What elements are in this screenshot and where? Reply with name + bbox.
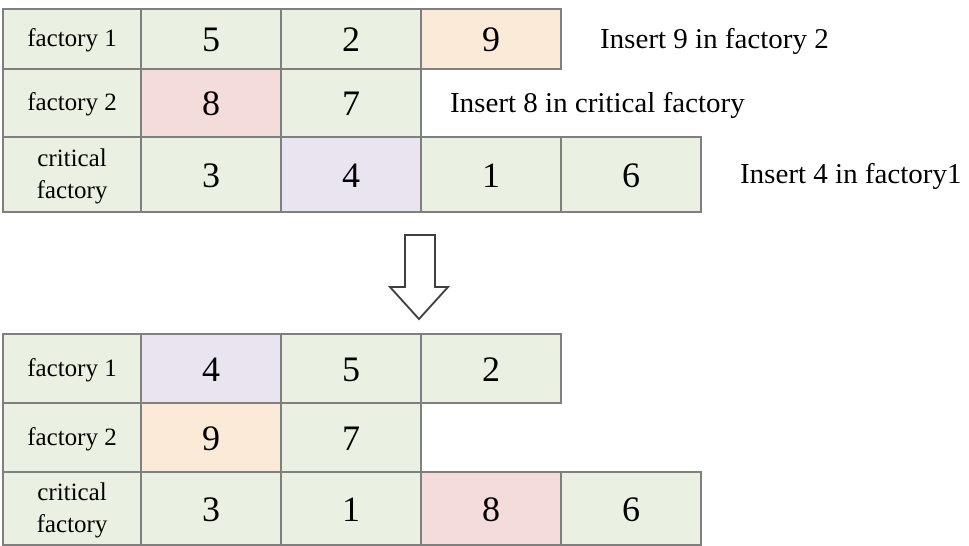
before-row-factory1: factory 1 5 2 9 [2,8,562,70]
row-label: factory 2 [2,68,142,138]
job-cell: 2 [420,333,562,404]
row-label: factory 1 [2,333,142,404]
row-label: critical factory [2,471,142,546]
job-cell: 1 [280,471,422,546]
job-cell: 8 [420,471,562,546]
job-cell: 2 [280,8,422,70]
job-cell: 6 [560,471,702,546]
row-label: critical factory [2,136,142,213]
job-cell: 3 [140,136,282,213]
job-cell: 5 [280,333,422,404]
after-row-factory1: factory 1 4 5 2 [2,333,562,404]
row-label: factory 2 [2,402,142,473]
job-cell: 7 [280,402,422,473]
before-row-critical-factory: critical factory 3 4 1 6 [2,136,702,213]
job-cell: 4 [280,136,422,213]
insert-annotation: Insert 4 in factory1 [740,158,962,190]
insert-annotation: Insert 9 in factory 2 [600,22,829,55]
job-cell: 7 [280,68,422,138]
job-cell: 1 [420,136,562,213]
job-cell: 9 [140,402,282,473]
insert-annotation: Insert 8 in critical factory [450,86,745,119]
job-cell: 4 [140,333,282,404]
down-arrow-icon [384,232,454,322]
after-row-critical-factory: critical factory 3 1 8 6 [2,471,702,546]
job-cell: 8 [140,68,282,138]
row-label: factory 1 [2,8,142,70]
after-row-factory2: factory 2 9 7 [2,402,422,473]
before-row-factory2: factory 2 8 7 [2,68,422,138]
job-cell: 9 [420,8,562,70]
job-cell: 6 [560,136,702,213]
job-cell: 3 [140,471,282,546]
job-cell: 5 [140,8,282,70]
